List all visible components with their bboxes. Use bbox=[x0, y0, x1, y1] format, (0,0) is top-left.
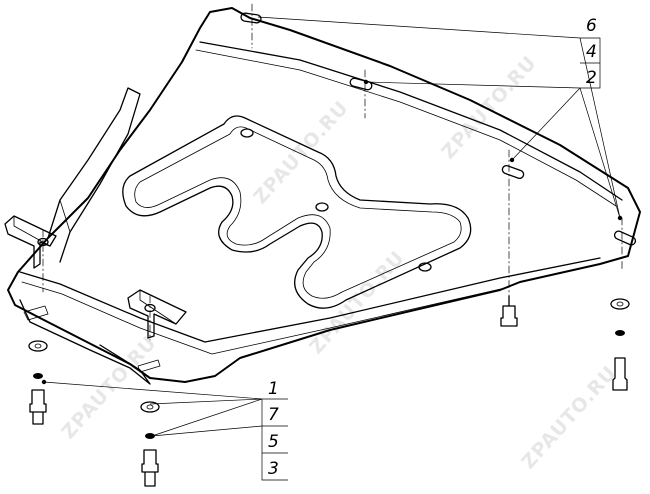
callout-number: 3 bbox=[268, 459, 279, 479]
watermark: ZPAUTO.RU bbox=[517, 362, 621, 474]
lower-left-lip bbox=[19, 299, 151, 385]
rib-inner bbox=[134, 126, 462, 299]
callouts-bottom: 1 7 5 3 bbox=[268, 379, 279, 479]
leader-to-slot bbox=[365, 81, 581, 89]
washer bbox=[610, 298, 630, 310]
leader-dot bbox=[509, 157, 515, 163]
washer-hole bbox=[34, 343, 42, 349]
skid-plate bbox=[7, 7, 641, 385]
leader-to-fastener bbox=[43, 381, 263, 400]
leader-to-fastener bbox=[151, 425, 263, 437]
callout-number: 5 bbox=[268, 432, 279, 452]
fastener-stack-center bbox=[140, 401, 160, 487]
washer bbox=[140, 401, 160, 413]
bolt bbox=[500, 305, 518, 327]
callout-number: 1 bbox=[268, 379, 279, 399]
plate-front-fold-inner bbox=[21, 281, 506, 355]
fastener-rear bbox=[500, 295, 518, 327]
washer-hole bbox=[146, 404, 154, 410]
leader-lines bbox=[41, 16, 623, 481]
leader-to-slot bbox=[579, 87, 621, 219]
mounting-brackets bbox=[4, 215, 187, 339]
callout-number: 6 bbox=[586, 16, 597, 36]
leader-to-slot bbox=[257, 16, 581, 39]
hole bbox=[240, 128, 254, 138]
rib-outer bbox=[122, 115, 472, 309]
watermark: ZPAUTO.RU bbox=[437, 52, 541, 164]
callout-number: 2 bbox=[586, 68, 597, 88]
callout-number: 4 bbox=[586, 42, 597, 62]
slot bbox=[501, 164, 525, 180]
bolt bbox=[29, 389, 47, 425]
center-bracket bbox=[127, 289, 187, 339]
washer bbox=[28, 340, 48, 352]
leader-dot bbox=[41, 379, 47, 385]
left-side-flange bbox=[47, 87, 141, 263]
left-bracket-edge bbox=[13, 215, 51, 247]
bolt bbox=[141, 449, 159, 487]
lower-left-lip-slot bbox=[23, 305, 49, 321]
leader-dot bbox=[617, 215, 623, 221]
center-lines bbox=[42, 3, 623, 341]
plate-front-fold bbox=[19, 257, 601, 343]
slot bbox=[349, 77, 373, 91]
mounting-slots bbox=[240, 12, 637, 246]
hole bbox=[315, 202, 329, 212]
stamped-rib bbox=[122, 115, 472, 309]
callouts-top: 6 4 2 bbox=[586, 16, 597, 88]
left-side-flange-edge bbox=[59, 199, 71, 233]
watermark: ZPAUTO.RU bbox=[249, 97, 353, 209]
center-bracket-edge bbox=[139, 289, 177, 325]
washer-hole bbox=[616, 301, 624, 307]
callout-number: 7 bbox=[268, 405, 279, 425]
plate-top-fold-inner bbox=[195, 49, 617, 207]
slot bbox=[240, 12, 262, 24]
leader-dot bbox=[363, 79, 369, 85]
plate-top-fold bbox=[199, 41, 623, 201]
leader-to-fastener bbox=[151, 398, 263, 437]
plate-outline bbox=[7, 7, 641, 383]
leader-to-slot bbox=[511, 87, 581, 161]
bolt bbox=[612, 357, 628, 391]
leader-dot bbox=[149, 433, 155, 439]
fastener-stack-left bbox=[28, 340, 48, 425]
left-bracket bbox=[4, 215, 57, 269]
lower-mid-lip-slot bbox=[137, 359, 161, 373]
lock-washer bbox=[615, 330, 625, 336]
watermark: ZPAUTO.RU bbox=[57, 332, 161, 444]
hole bbox=[418, 262, 432, 272]
leader-to-slot bbox=[579, 37, 621, 219]
leader-to-fastener bbox=[149, 398, 263, 405]
fastener-stack-right bbox=[610, 298, 630, 391]
slot bbox=[613, 230, 637, 246]
lock-washer bbox=[33, 373, 43, 379]
